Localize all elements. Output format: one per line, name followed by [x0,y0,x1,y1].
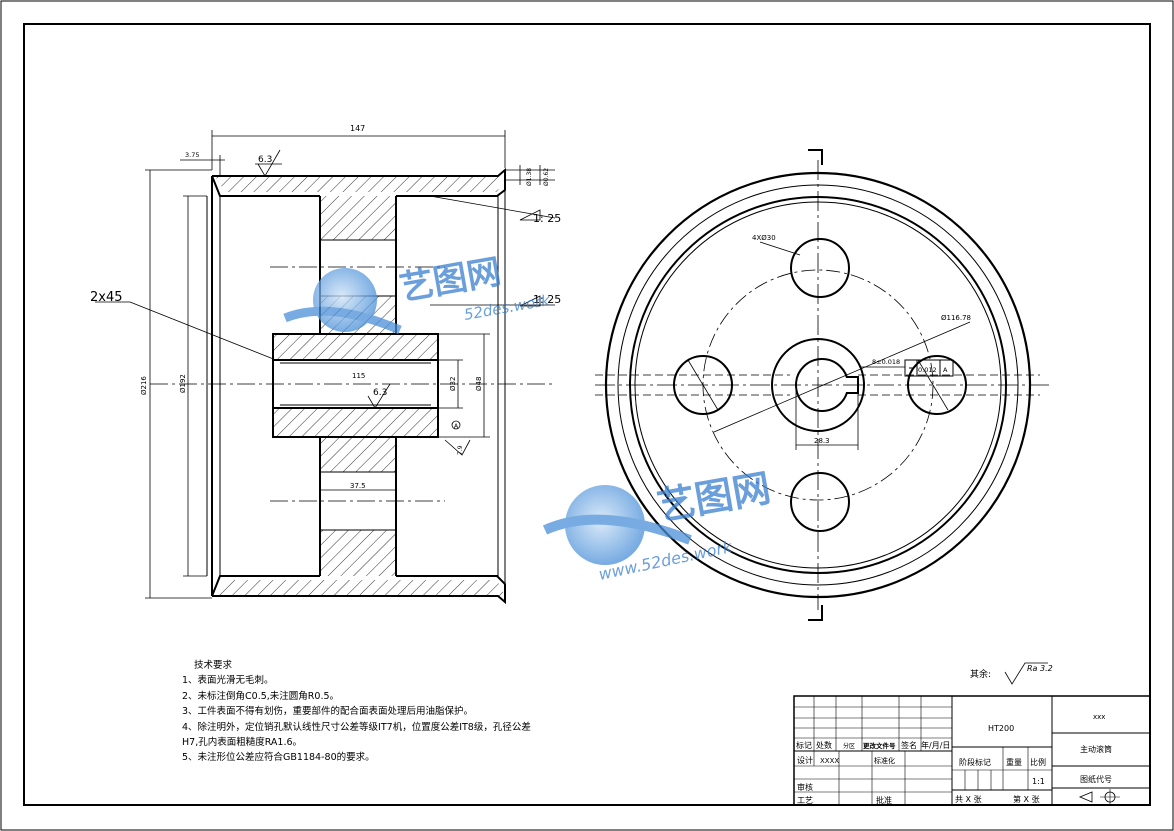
dim-bore-diameter: Ø32 [449,377,457,391]
watermark-bottom: 艺图网 www.52des.work [542,466,774,584]
row-label-5: 年/月/日 [921,740,950,750]
row-label-3: 更改文件号 [863,741,896,750]
section-view [95,130,556,605]
watermark-brand: 艺图网 [397,252,504,309]
dim-outer-diameter: Ø216 [140,376,148,395]
review-label: 审核 [797,782,813,792]
roughness-hub: 6.3 [373,388,387,398]
watermark-brand-2: 艺图网 [654,466,774,529]
note-item: 4、除注明外，定位销孔默认线性尺寸公差等级IT7机，位置度公差IT8级，孔径公差 [182,721,531,733]
process-label: 工艺 [797,796,813,805]
scale-label: 比例 [1030,757,1046,767]
standardize-label: 标准化 [874,756,895,765]
roughness-symbol-icon [1004,662,1048,685]
technical-requirements: 技术要求 1、表面光滑无毛刺。 2、未标注倒角C0.5,未注圆角R0.5。 3、… [182,658,531,766]
drawing-frame [23,23,1151,806]
dim-overall-length: 147 [350,124,365,133]
designer: XXXX [820,757,839,765]
front-view [595,149,1052,621]
tolerance-value: 0.012 [918,366,937,374]
note-item: 2、未标注倒角C0.5,未注圆角R0.5。 [182,690,340,702]
dim-small: 7.9 [457,445,464,455]
dim-hub-length: 115 [352,372,365,380]
note-item: 1、表面光滑无毛刺。 [182,675,274,687]
note-item: H7,孔内表面粗糙度RA1.6。 [182,737,303,749]
surface-note: 其余: Ra 3.2 [970,662,1053,685]
taper-lower: 1: 25 [533,293,561,306]
sheet-total: 共 X 张 [955,795,982,804]
dim-edge-b: Ø0.62 [543,168,550,186]
dim-holes: 4XØ30 [752,234,776,242]
company: xxx [1093,713,1105,721]
row-label-1: 处数 [816,740,832,750]
title-block-text: HT200 xxx 主动滚筒 图纸代号 阶段标记 重量 比例 1:1 标记 处数… [796,713,1112,805]
sheet-number: 第 X 张 [1013,794,1040,804]
watermark-globe-icon-2 [565,485,645,565]
dim-pitch-circle: Ø116.78 [941,314,971,322]
note-item: 3、工件表面不得有划伤，重要部件的配合面表面处理后用油脂保护。 [182,706,474,718]
projection-cone-icon [1078,791,1093,803]
drawing-number-label: 图纸代号 [1080,774,1112,784]
stage-label: 阶段标记 [959,757,991,767]
surface-note-value: Ra 3.2 [1027,664,1053,673]
watermark-swoosh-icon [283,306,402,335]
row-label-4: 签名 [901,740,917,750]
surface-note-prefix: 其余: [970,668,991,680]
taper-upper: 1: 25 [533,212,561,225]
row-label-0: 标记 [796,740,812,750]
dim-keyway-depth: 28.3 [814,437,830,445]
dim-flange-width: 3.75 [185,151,199,159]
weight-label: 重量 [1006,757,1022,767]
datum-label: A [454,423,459,430]
roughness-top: 6.3 [258,155,272,165]
dim-inner-diameter: Ø192 [179,374,187,393]
section-view-labels: 147 3.75 6.3 2x45 Ø216 Ø192 115 Ø32 Ø48 … [90,124,561,490]
dim-web-width: 37.5 [350,482,366,490]
note-item: 5、未注形位公差应符合GB1184-80的要求。 [182,752,375,764]
dim-keyway-width: 8±0.018 [872,358,900,366]
dim-chamfer: 2x45 [90,290,123,305]
part-name: 主动滚筒 [1080,744,1112,754]
dim-hub-diameter: Ø48 [475,377,483,391]
tolerance-datum: A [943,366,948,374]
watermark-swoosh-icon-2 [542,514,692,545]
material: HT200 [988,724,1014,733]
title-block [793,695,1151,806]
scale-value: 1:1 [1032,777,1045,786]
approve-label: 批准 [876,795,892,805]
notes-title: 技术要求 [194,660,233,671]
dim-edge-a: Ø1.38 [526,168,533,186]
row-label-2: 分区 [843,742,855,750]
front-view-labels: 4XØ30 Ø116.78 8±0.018 28.3 0.012 A [752,234,971,445]
design-label: 设计 [797,755,813,765]
